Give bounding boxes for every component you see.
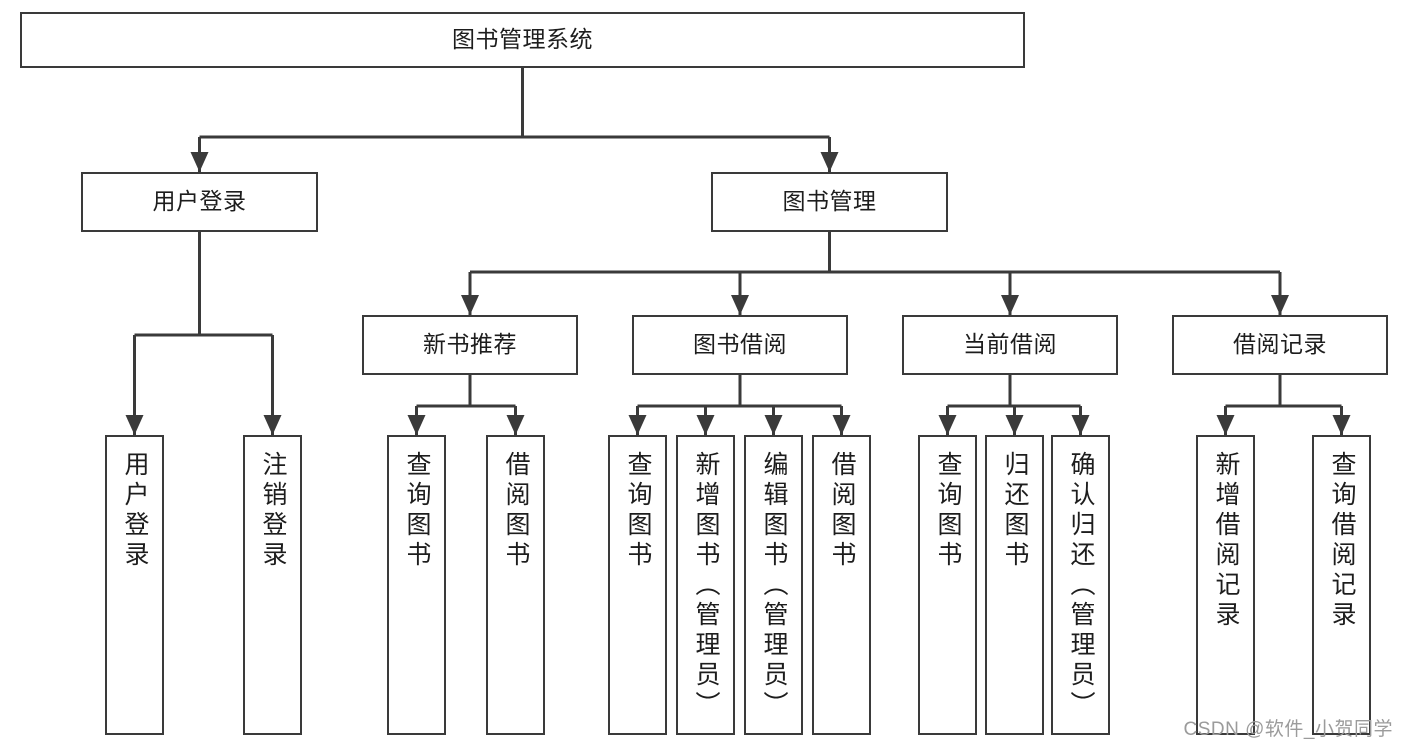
arrowhead-leaf-br-edit: [764, 415, 783, 435]
node-leaf-cur-return[interactable]: 归还图书: [985, 435, 1044, 735]
node-label: 借阅图书: [828, 451, 856, 571]
node-leaf-br-query[interactable]: 查询图书: [608, 435, 667, 735]
node-label: 用户登录: [152, 188, 247, 215]
node-label: 查询图书: [934, 451, 962, 571]
node-label: 确认归还（管理员）: [1067, 451, 1095, 721]
node-login[interactable]: 用户登录: [81, 172, 318, 232]
node-leaf-br-edit[interactable]: 编辑图书（管理员）: [744, 435, 803, 735]
arrowhead-current: [1001, 295, 1019, 315]
node-borrow[interactable]: 图书借阅: [632, 315, 848, 375]
arrowhead-leaf-new-query: [407, 415, 426, 435]
node-leaf-br-add[interactable]: 新增图书（管理员）: [676, 435, 735, 735]
node-root[interactable]: 图书管理系统: [20, 12, 1025, 68]
node-leaf-new-borrow[interactable]: 借阅图书: [486, 435, 545, 735]
node-label: 借阅记录: [1233, 331, 1327, 358]
node-bookmgmt[interactable]: 图书管理: [711, 172, 948, 232]
node-current[interactable]: 当前借阅: [902, 315, 1118, 375]
node-label: 新增借阅记录: [1212, 451, 1240, 631]
node-newbook[interactable]: 新书推荐: [362, 315, 578, 375]
arrowhead-leaf-new-borrow: [506, 415, 525, 435]
watermark-text: CSDN @软件_小贺同学: [1183, 719, 1393, 740]
arrowhead-records: [1271, 295, 1289, 315]
node-leaf-cur-query[interactable]: 查询图书: [918, 435, 977, 735]
arrowhead-leaf-cur-confirm: [1071, 415, 1090, 435]
node-label: 查询借阅记录: [1328, 451, 1356, 631]
arrowhead-borrow: [731, 295, 749, 315]
node-leaf-user-logout[interactable]: 注销登录: [243, 435, 302, 735]
arrowhead-leaf-cur-return: [1005, 415, 1024, 435]
node-leaf-user-login[interactable]: 用户登录: [105, 435, 164, 735]
node-leaf-cur-confirm[interactable]: 确认归还（管理员）: [1051, 435, 1110, 735]
node-label: 当前借阅: [963, 331, 1057, 358]
arrowhead-leaf-br-borrow: [832, 415, 851, 435]
node-label: 归还图书: [1001, 451, 1029, 571]
node-label: 图书借阅: [693, 331, 787, 358]
arrowhead-leaf-rec-add: [1216, 415, 1235, 435]
node-records[interactable]: 借阅记录: [1172, 315, 1388, 375]
arrowhead-leaf-br-query: [628, 415, 647, 435]
node-leaf-new-query[interactable]: 查询图书: [387, 435, 446, 735]
arrowhead-leaf-user-login: [125, 415, 144, 435]
arrowhead-leaf-br-add: [696, 415, 715, 435]
node-label: 图书管理: [782, 188, 877, 215]
node-label: 注销登录: [259, 451, 287, 571]
node-leaf-br-borrow[interactable]: 借阅图书: [812, 435, 871, 735]
node-label: 借阅图书: [502, 451, 530, 571]
node-label: 新书推荐: [423, 331, 517, 358]
arrowhead-leaf-user-logout: [263, 415, 282, 435]
arrowhead-leaf-rec-query: [1332, 415, 1351, 435]
arrowhead-login: [190, 152, 209, 172]
node-leaf-rec-query[interactable]: 查询借阅记录: [1312, 435, 1371, 735]
arrowhead-leaf-cur-query: [938, 415, 957, 435]
arrowhead-bookmgmt: [820, 152, 839, 172]
node-label: 查询图书: [624, 451, 652, 571]
node-label: 新增图书（管理员）: [692, 451, 720, 721]
node-label: 图书管理系统: [452, 26, 593, 53]
node-label: 编辑图书（管理员）: [760, 451, 788, 721]
node-label: 用户登录: [121, 451, 149, 571]
arrowhead-newbook: [461, 295, 479, 315]
node-label: 查询图书: [403, 451, 431, 571]
node-leaf-rec-add[interactable]: 新增借阅记录: [1196, 435, 1255, 735]
